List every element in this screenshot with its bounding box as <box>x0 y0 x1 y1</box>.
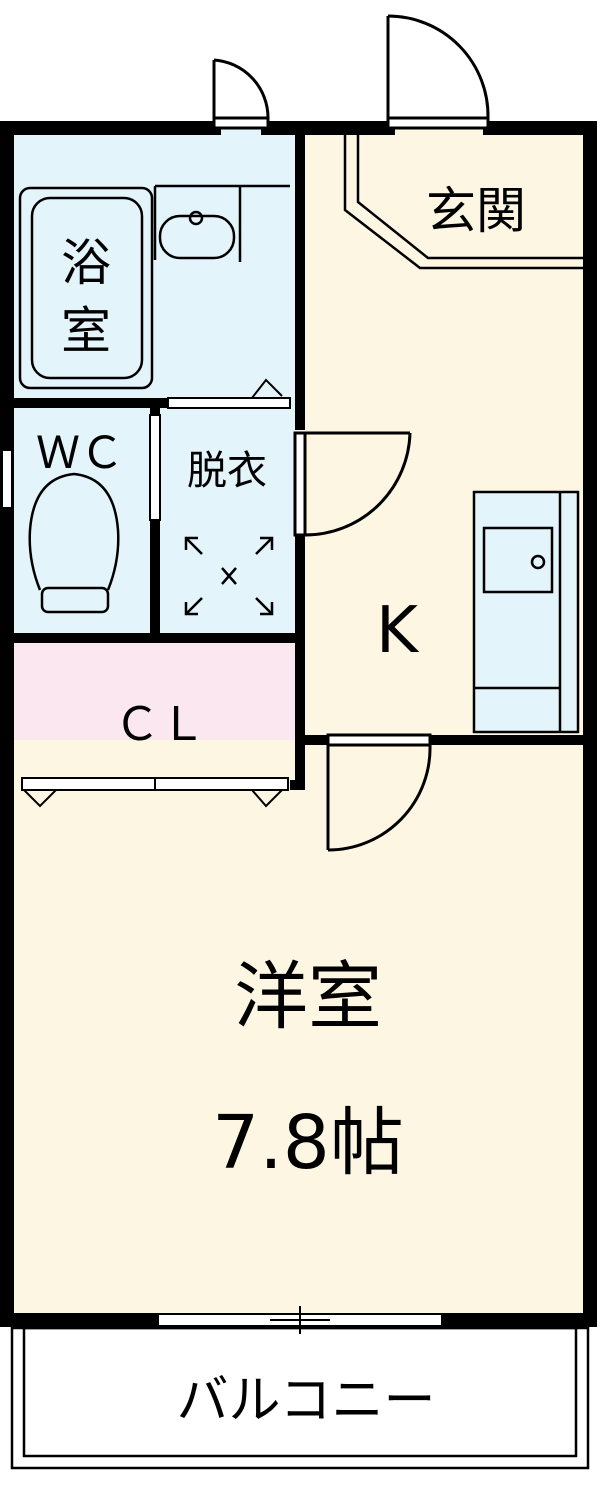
entrance-door <box>386 14 490 130</box>
bathtub <box>18 186 154 390</box>
dressing-label: 脱衣 <box>187 448 267 494</box>
bath-sliding-door <box>167 378 291 409</box>
dressing-area-fill <box>155 403 300 635</box>
dressing-door <box>293 431 412 537</box>
bath-label-line1: 浴 <box>61 234 111 292</box>
wc-area-fill <box>10 403 155 635</box>
bath-label-line2: 室 <box>61 302 111 360</box>
closet-doors <box>21 777 289 808</box>
wc-label: ＷＣ <box>36 428 124 479</box>
bath-washbasin <box>153 184 290 262</box>
kitchen-counter <box>472 490 580 734</box>
balcony-label: バルコニー <box>177 1371 436 1431</box>
walls <box>0 121 597 1327</box>
wc-sliding-door <box>149 414 161 521</box>
bath-area-fill <box>10 128 300 403</box>
washing-machine-space <box>184 536 274 616</box>
western-room-fill <box>10 740 590 1320</box>
service-door <box>212 58 270 130</box>
western-room-door <box>326 733 432 852</box>
western-room-name: 洋室 <box>234 954 382 1040</box>
entrance-step <box>343 135 585 270</box>
interior-walls <box>10 128 590 790</box>
entrance-label: 玄関 <box>426 182 526 240</box>
wc-side-window <box>1 449 13 509</box>
balcony-window <box>157 1306 443 1334</box>
western-room-size: 7.8帖 <box>212 1100 404 1186</box>
toilet-fixture <box>28 472 120 614</box>
closet-label: ＣＬ <box>114 697 206 751</box>
kitchen-label: K <box>376 594 420 668</box>
